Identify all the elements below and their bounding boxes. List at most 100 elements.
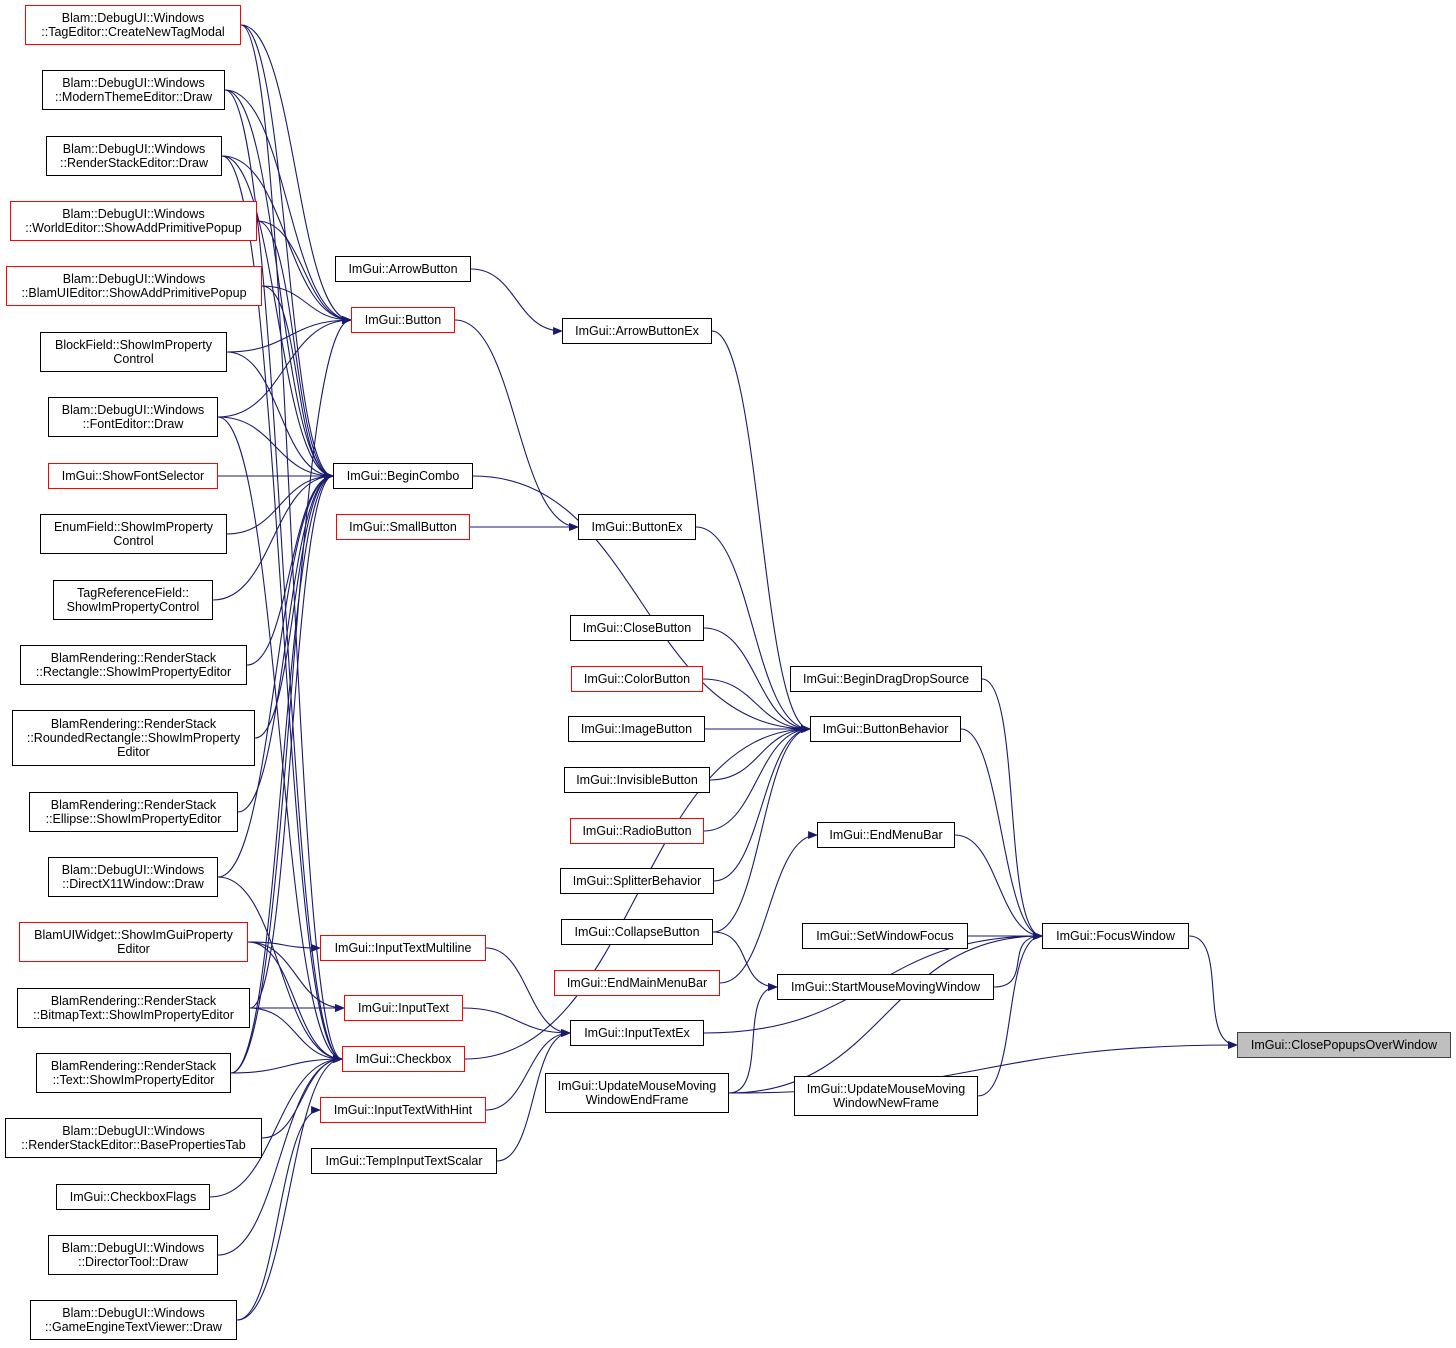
edge-n15-to-inputtext — [247, 941, 345, 1012]
node-text-show-im-property-editor[interactable]: BlamRendering::RenderStack::Text::ShowIm… — [36, 1053, 231, 1093]
edge-updatenew-to-focuswindow — [977, 932, 1043, 1097]
edge-checkbox-to-buttonbehavior — [464, 725, 811, 1060]
edge-invisible-to-buttonbehavior — [709, 725, 811, 781]
edge-closebutton-to-buttonbehavior — [703, 627, 811, 733]
edge-arrowbuttonex-to-buttonbehavior — [711, 330, 811, 733]
edge-inputtext-to-inputtextex — [462, 1007, 571, 1037]
edge-endmenubar-to-focuswindow — [954, 834, 1043, 940]
edge-n20-to-checkbox — [217, 1055, 343, 1256]
edge-n17-to-checkbox — [230, 1055, 343, 1074]
node-checkbox-flags[interactable]: ImGui::CheckboxFlags — [56, 1184, 210, 1210]
edge-collapse-to-startmoving — [712, 931, 778, 991]
node-end-menu-bar[interactable]: ImGui::EndMenuBar — [817, 822, 955, 848]
node-rounded-rectangle-show-im-property-editor[interactable]: BlamRendering::RenderStack::RoundedRecta… — [12, 710, 255, 766]
node-button-behavior[interactable]: ImGui::ButtonBehavior — [810, 716, 961, 742]
node-bitmap-text-show-im-property-editor[interactable]: BlamRendering::RenderStack::BitmapText::… — [17, 988, 250, 1028]
node-temp-input-text-scalar[interactable]: ImGui::TempInputTextScalar — [311, 1148, 497, 1174]
node-arrow-button-ex[interactable]: ImGui::ArrowButtonEx — [562, 318, 712, 344]
node-small-button[interactable]: ImGui::SmallButton — [336, 514, 470, 540]
edge-n4-to-button — [256, 220, 352, 324]
node-collapse-button[interactable]: ImGui::CollapseButton — [561, 919, 713, 945]
node-radio-button[interactable]: ImGui::RadioButton — [570, 818, 704, 844]
node-tagreferencefield-show-im-property-control[interactable]: TagReferenceField::ShowImPropertyControl — [53, 580, 213, 620]
edge-n11-to-begincombo — [246, 472, 334, 666]
node-focus-window[interactable]: ImGui::FocusWindow — [1042, 923, 1189, 949]
edge-n4-to-begincombo — [256, 220, 334, 480]
edge-inputtextml-to-inputtextex — [485, 947, 571, 1037]
node-input-text-with-hint[interactable]: ImGui::InputTextWithHint — [320, 1097, 486, 1123]
node-blamui-editor-show-add-primitive-popup[interactable]: Blam::DebugUI::Windows::BlamUIEditor::Sh… — [6, 266, 262, 306]
edge-n5-to-button — [261, 285, 352, 324]
edge-n17-to-button — [230, 316, 352, 1074]
edge-buttonex-to-buttonbehavior — [695, 526, 811, 733]
node-checkbox[interactable]: ImGui::Checkbox — [342, 1046, 465, 1072]
edge-n14-to-checkbox — [217, 876, 343, 1063]
node-input-text-ex[interactable]: ImGui::InputTextEx — [570, 1020, 704, 1046]
edge-n7-to-checkbox — [217, 416, 343, 1063]
edge-arrowbutton-to-arrowbuttonex — [470, 268, 563, 335]
edge-button-to-buttonex — [454, 319, 579, 531]
edge-updateend-to-startmoving — [728, 983, 778, 1094]
edge-radio-to-buttonbehavior — [703, 725, 811, 832]
node-director-tool-draw[interactable]: Blam::DebugUI::Windows::DirectorTool::Dr… — [48, 1235, 218, 1275]
node-arrow-button[interactable]: ImGui::ArrowButton — [335, 256, 471, 282]
node-end-main-menu-bar[interactable]: ImGui::EndMainMenuBar — [554, 970, 720, 996]
edge-endmainmenu-to-endmenubar — [719, 831, 818, 984]
edge-n2-to-checkbox — [224, 89, 343, 1063]
edge-n5-to-begincombo — [261, 285, 334, 480]
edge-n10-to-begincombo — [212, 472, 334, 601]
edge-startmoving-to-focuswindow — [993, 932, 1043, 988]
node-close-button[interactable]: ImGui::CloseButton — [570, 615, 704, 641]
node-game-engine-text-viewer-draw[interactable]: Blam::DebugUI::Windows::GameEngineTextVi… — [30, 1300, 237, 1340]
node-begin-combo[interactable]: ImGui::BeginCombo — [333, 463, 473, 489]
node-ellipse-show-im-property-editor[interactable]: BlamRendering::RenderStack::Ellipse::Sho… — [29, 792, 238, 832]
node-input-text-multiline[interactable]: ImGui::InputTextMultiline — [320, 935, 486, 961]
edge-n1-to-begincombo — [240, 24, 334, 480]
edge-n15-to-inputtextml — [247, 941, 321, 952]
edge-n21-to-checkbox — [236, 1055, 343, 1321]
node-modern-theme-editor-draw[interactable]: Blam::DebugUI::Windows::ModernThemeEdito… — [42, 70, 225, 110]
node-render-stack-editor-draw[interactable]: Blam::DebugUI::Windows::RenderStackEdito… — [46, 136, 222, 176]
node-splitter-behavior[interactable]: ImGui::SplitterBehavior — [560, 868, 714, 894]
edge-n16-to-checkbox — [249, 1007, 343, 1063]
node-button[interactable]: ImGui::Button — [351, 307, 455, 333]
node-image-button[interactable]: ImGui::ImageButton — [568, 716, 705, 742]
node-world-editor-show-add-primitive-popup[interactable]: Blam::DebugUI::Windows::WorldEditor::Sho… — [10, 201, 257, 241]
node-invisible-button[interactable]: ImGui::InvisibleButton — [564, 767, 710, 793]
node-button-ex[interactable]: ImGui::ButtonEx — [578, 514, 696, 540]
node-render-stack-editor-base-properties-tab[interactable]: Blam::DebugUI::Windows::RenderStackEdito… — [5, 1118, 262, 1158]
edge-n13-to-begincombo — [237, 472, 334, 813]
node-font-editor-draw[interactable]: Blam::DebugUI::Windows::FontEditor::Draw — [48, 397, 218, 437]
edge-inputhint-to-inputtextex — [485, 1029, 571, 1111]
edge-focuswindow-to-closepopups — [1188, 935, 1238, 1049]
edge-buttonbehavior-to-focuswindow — [960, 728, 1043, 940]
edge-n14-to-begincombo — [217, 472, 334, 878]
edge-n21-to-inputhint — [236, 1106, 321, 1321]
edge-updateend-to-focuswindow — [728, 932, 1043, 1094]
node-begin-drag-drop-source[interactable]: ImGui::BeginDragDropSource — [790, 666, 982, 692]
edge-tempscalar-to-inputtextex — [496, 1029, 571, 1162]
node-rectangle-show-im-property-editor[interactable]: BlamRendering::RenderStack::Rectangle::S… — [20, 645, 247, 685]
node-start-mouse-moving-window[interactable]: ImGui::StartMouseMovingWindow — [777, 974, 994, 1000]
node-input-text[interactable]: ImGui::InputText — [344, 995, 463, 1021]
node-color-button[interactable]: ImGui::ColorButton — [571, 666, 703, 692]
edge-n3-to-begincombo — [221, 155, 334, 480]
edge-collapse-to-buttonbehavior — [712, 725, 811, 933]
edge-begincombo-to-buttonbehavior — [472, 475, 811, 733]
node-close-popups-over-window[interactable]: ImGui::ClosePopupsOverWindow — [1237, 1032, 1451, 1058]
edge-n6-to-begincombo — [226, 351, 334, 480]
node-create-new-tag-modal[interactable]: Blam::DebugUI::Windows::TagEditor::Creat… — [25, 5, 241, 45]
node-set-window-focus[interactable]: ImGui::SetWindowFocus — [802, 923, 968, 949]
edge-n17-to-begincombo — [230, 472, 334, 1074]
edge-n15-to-checkbox — [247, 941, 343, 1063]
edge-n1-to-checkbox — [240, 24, 343, 1063]
node-show-font-selector[interactable]: ImGui::ShowFontSelector — [48, 463, 218, 489]
edge-dragdrop-to-focuswindow — [981, 678, 1043, 940]
node-directx11-window-draw[interactable]: Blam::DebugUI::Windows::DirectX11Window:… — [48, 857, 218, 897]
edge-n19-to-checkbox — [209, 1055, 343, 1198]
